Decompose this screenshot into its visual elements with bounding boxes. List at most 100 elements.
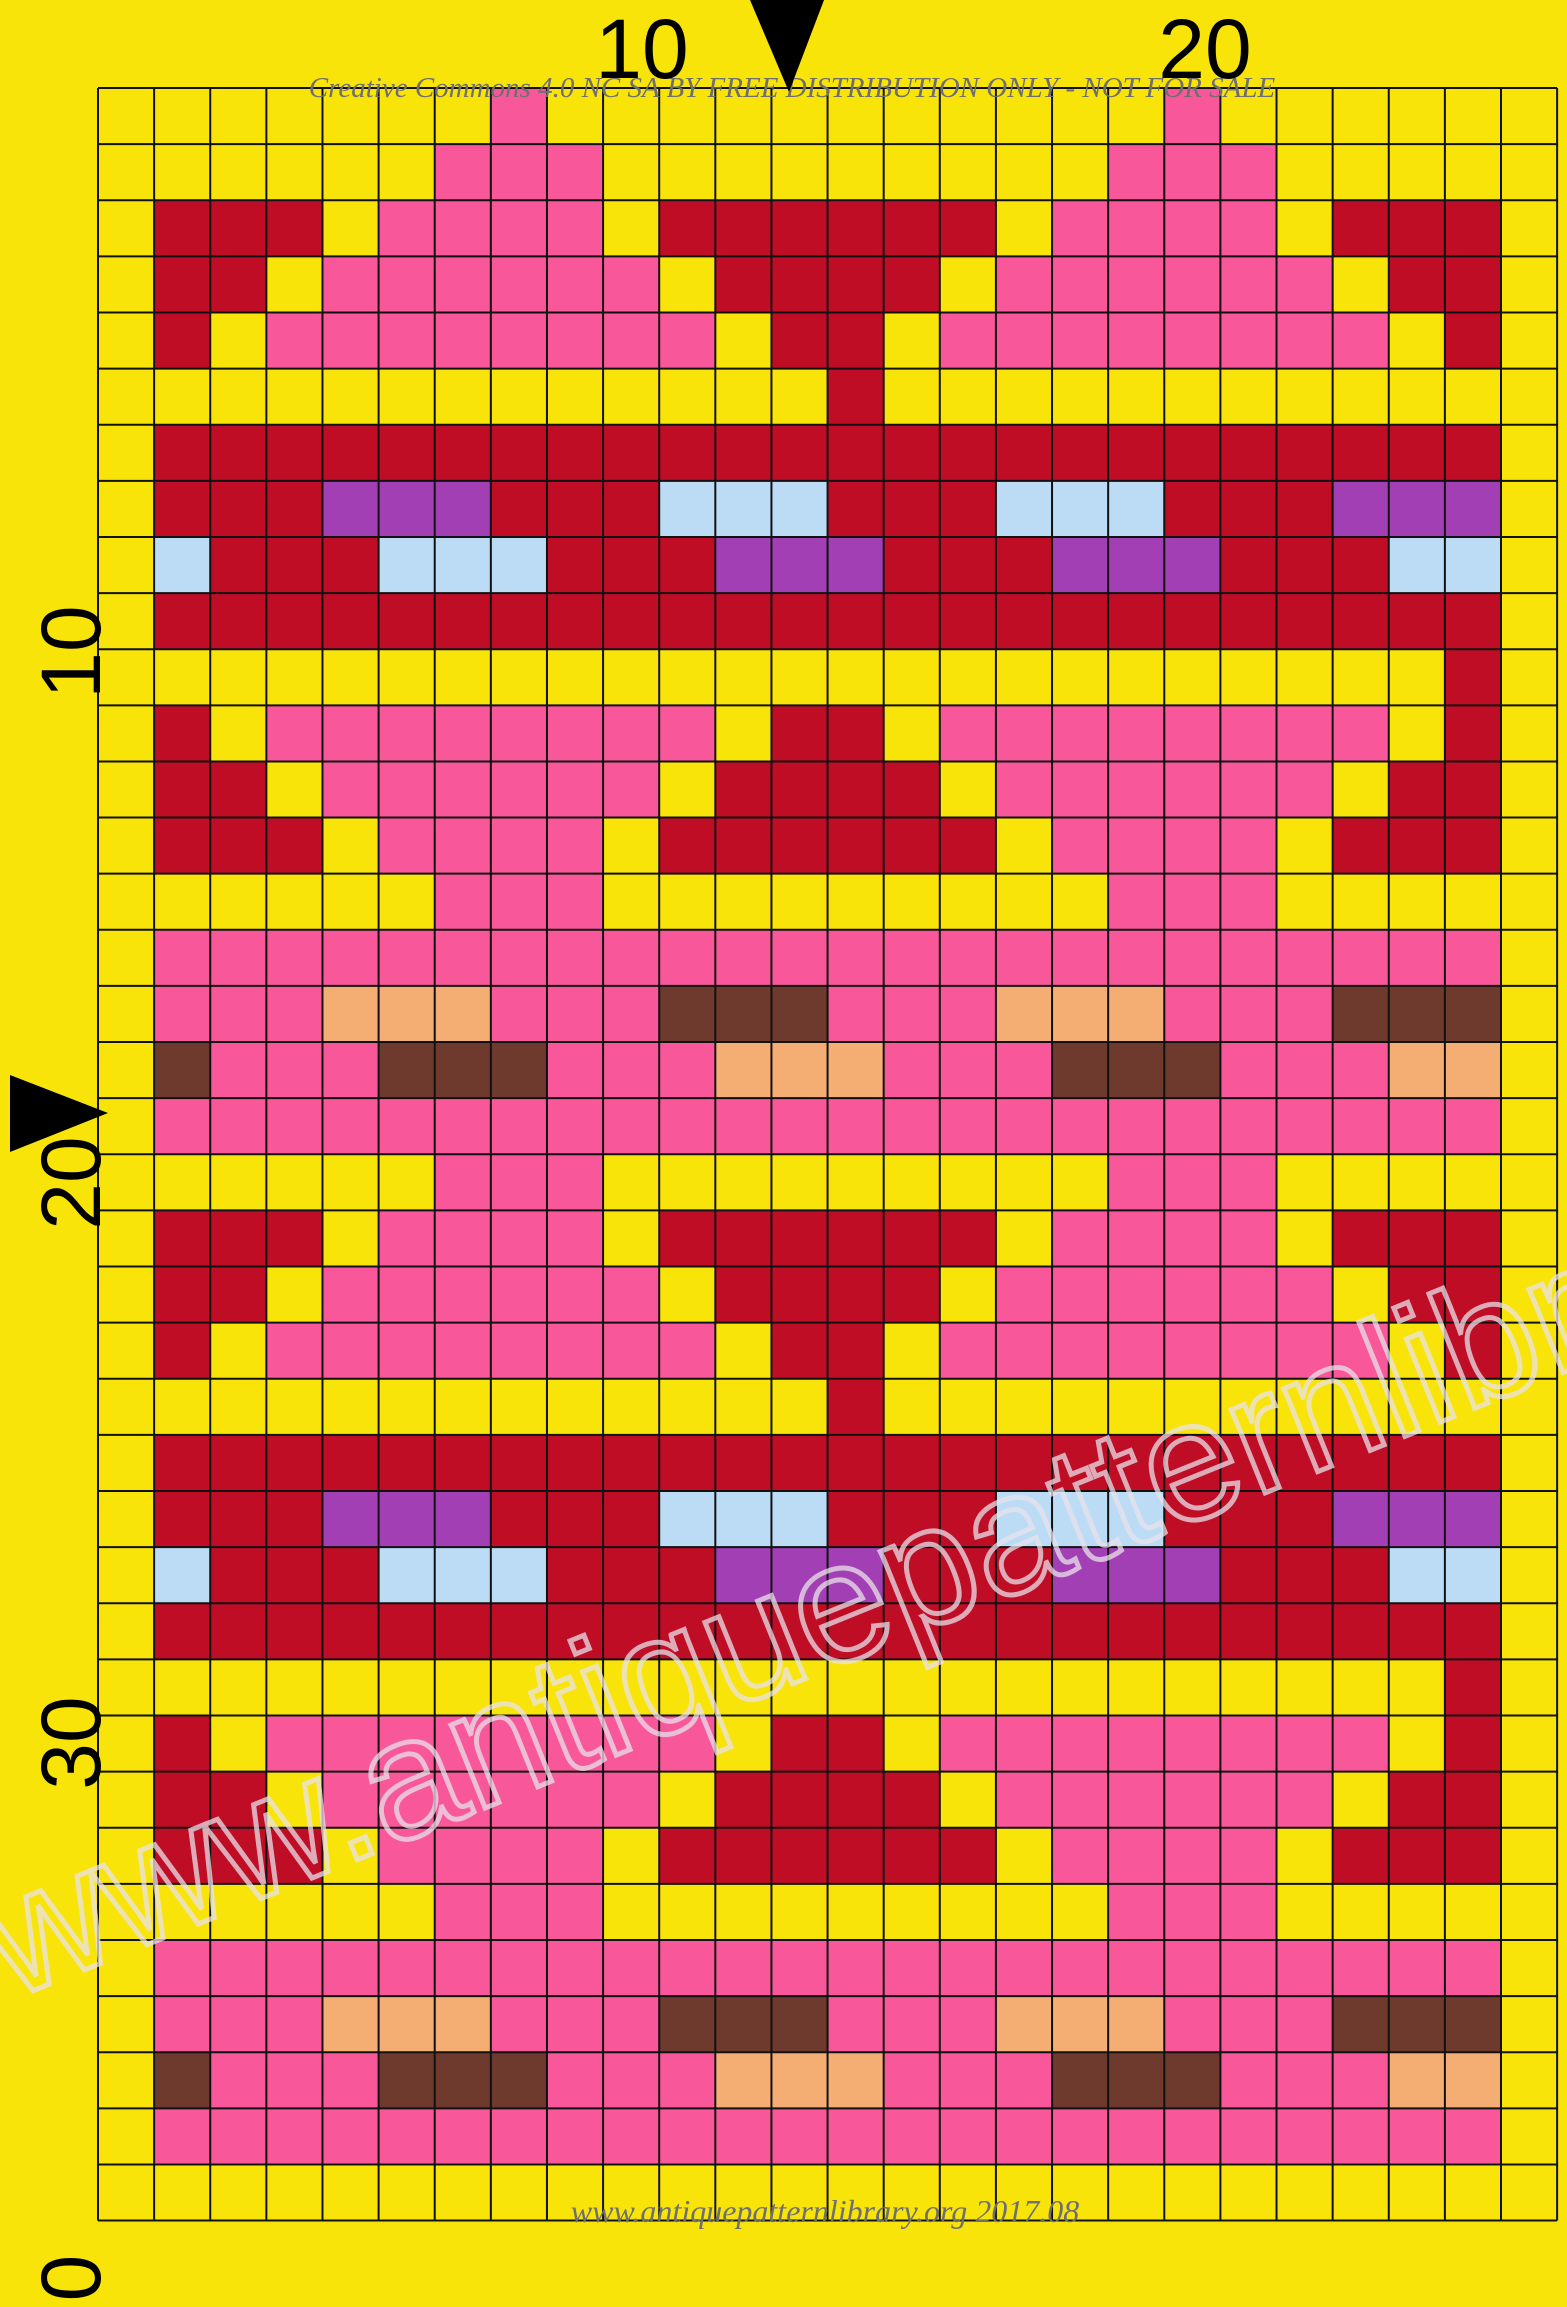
pattern-cell [1220,1828,1277,1885]
pattern-cell [996,1267,1053,1324]
pattern-cell [322,986,379,1043]
pattern-cell [771,2052,828,2109]
pattern-cell [1164,1267,1221,1324]
pattern-cell [547,986,604,1043]
pattern-cell [210,200,267,257]
pattern-cell [603,144,660,201]
pattern-cell [322,1267,379,1324]
pattern-cell [1333,144,1390,201]
pattern-cell [1164,1042,1221,1099]
pattern-cell [1445,2108,1502,2165]
pattern-cell [884,425,941,482]
pattern-cell [491,1154,548,1211]
pattern-cell [1333,2108,1390,2165]
pattern-cell [547,1435,604,1492]
pattern-cell [1389,1996,1446,2053]
pattern-cell [1445,369,1502,426]
pattern-cell [1164,986,1221,1043]
pattern-cell [1445,986,1502,1043]
pattern-cell [266,930,323,987]
pattern-cell [210,1323,267,1380]
pattern-cell [603,874,660,931]
pattern-cell [1220,481,1277,538]
pattern-cell [1333,200,1390,257]
pattern-cell [1277,2164,1334,2221]
pattern-cell [491,1547,548,1604]
pattern-cell [828,481,885,538]
pattern-cell [1277,874,1334,931]
pattern-cell [1052,481,1109,538]
pattern-cell [659,874,716,931]
pattern-cell [940,1098,997,1155]
pattern-cell [1108,369,1165,426]
pattern-cell [379,425,436,482]
pattern-cell [547,930,604,987]
pattern-cell [715,2108,772,2165]
pattern-cell [379,1491,436,1548]
pattern-cell [210,1435,267,1492]
pattern-cell [940,818,997,875]
pattern-cell [266,1098,323,1155]
pattern-cell [1333,818,1390,875]
pattern-cell [154,705,211,762]
pattern-cell [491,537,548,594]
pattern-cell [154,1267,211,1324]
pattern-cell [1333,1210,1390,1267]
pattern-cell [603,818,660,875]
pattern-cell [547,1828,604,1885]
pattern-cell [1052,1828,1109,1885]
pattern-cell [322,649,379,706]
pattern-cell [771,537,828,594]
pattern-cell [1277,537,1334,594]
pattern-cell [771,1940,828,1997]
pattern-cell [1333,1603,1390,1660]
pattern-cell [322,1547,379,1604]
pattern-cell [154,1379,211,1436]
pattern-cell [1277,1715,1334,1772]
pattern-cell [547,649,604,706]
pattern-cell [1277,593,1334,650]
pattern-cell [1389,1491,1446,1548]
pattern-cell [996,593,1053,650]
pattern-cell [884,1884,941,1941]
pattern-cell [996,649,1053,706]
pattern-cell [659,537,716,594]
pattern-cell [1164,312,1221,369]
pattern-cell [1108,1715,1165,1772]
pattern-cell [1389,425,1446,482]
pattern-cell [771,1996,828,2053]
pattern-cell [1501,761,1558,818]
pattern-cell [771,481,828,538]
pattern-cell [659,1491,716,1548]
pattern-cell [771,874,828,931]
pattern-cell [154,537,211,594]
pattern-cell [98,144,155,201]
pattern-cell [1501,593,1558,650]
pattern-cell [940,1828,997,1885]
pattern-cell [884,537,941,594]
pattern-cell [1501,312,1558,369]
pattern-cell [715,761,772,818]
pattern-cell [715,312,772,369]
pattern-cell [940,1379,997,1436]
pattern-cell [1164,1154,1221,1211]
pattern-cell [884,1323,941,1380]
pattern-cell [491,818,548,875]
pattern-cell [154,481,211,538]
pattern-cell [210,649,267,706]
pattern-cell [1501,2164,1558,2221]
pattern-cell [379,818,436,875]
pattern-cell [771,1267,828,1324]
pattern-cell [1220,2164,1277,2221]
pattern-cell [996,705,1053,762]
pattern-cell [210,593,267,650]
pattern-cell [771,1379,828,1436]
pattern-cell [379,1435,436,1492]
pattern-cell [322,1379,379,1436]
left-axis-label-20: 20 [24,1136,118,1229]
pattern-cell [1333,1547,1390,1604]
pattern-cell [547,256,604,313]
pattern-cell [435,1884,492,1941]
pattern-cell [1108,312,1165,369]
pattern-cell [715,986,772,1043]
